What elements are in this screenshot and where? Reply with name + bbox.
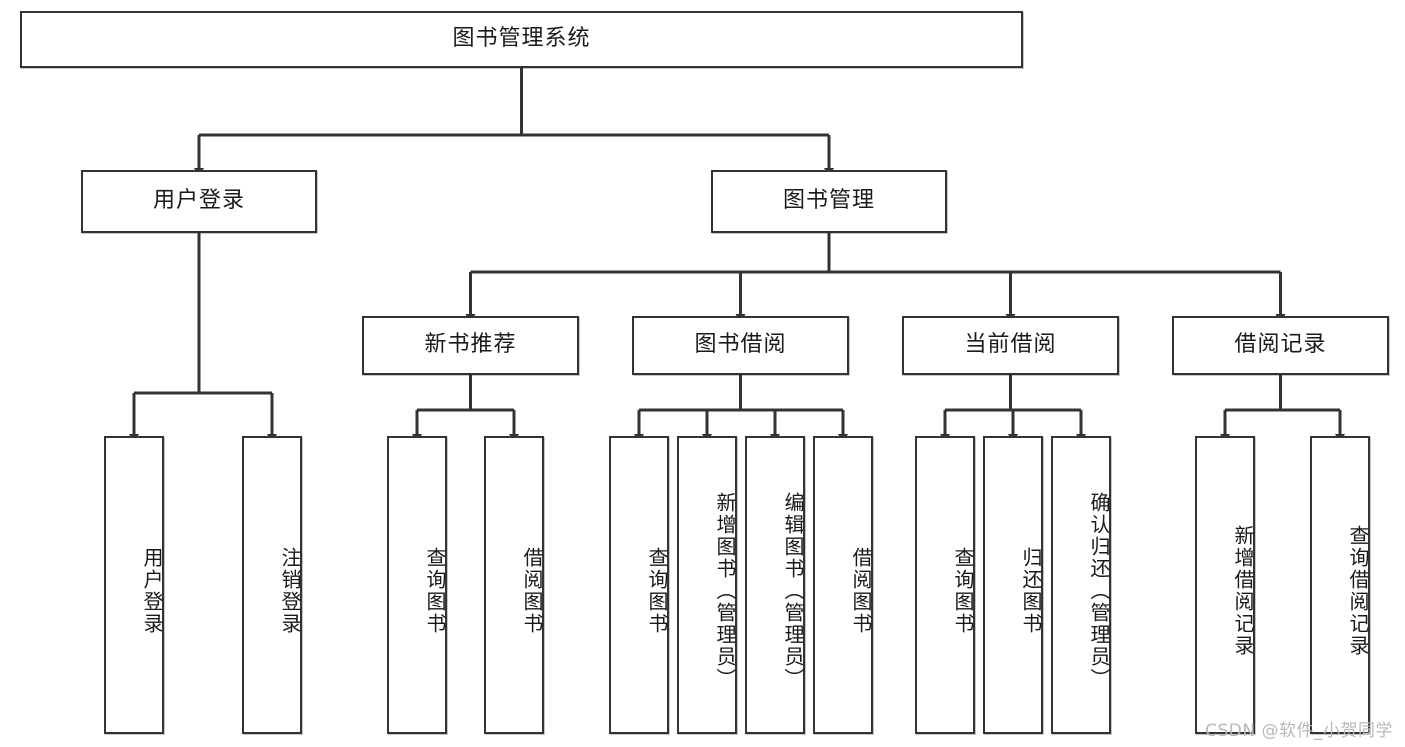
node-label: 当前借阅 xyxy=(964,332,1057,358)
node-label: 查询借阅记录 xyxy=(1346,525,1370,657)
node-leaf-bor-3[interactable]: 编辑图书（管理员） xyxy=(745,436,805,734)
node-leaf-cur-2[interactable]: 归还图书 xyxy=(983,436,1043,734)
node-label: 图书管理系统 xyxy=(452,26,591,52)
node-label: 用户登录 xyxy=(140,547,164,635)
node-newbook[interactable]: 新书推荐 xyxy=(362,316,579,375)
node-label: 确认归还（管理员） xyxy=(1087,492,1111,690)
node-leaf-bor-2[interactable]: 新增图书（管理员） xyxy=(677,436,737,734)
node-label: 用户登录 xyxy=(152,188,245,214)
node-bookmgmt[interactable]: 图书管理 xyxy=(711,170,947,233)
node-borrow[interactable]: 图书借阅 xyxy=(632,316,849,375)
node-label: 查询图书 xyxy=(423,547,447,635)
node-leaf-bor-4[interactable]: 借阅图书 xyxy=(813,436,873,734)
node-label: 借阅图书 xyxy=(849,547,873,635)
node-label: 编辑图书（管理员） xyxy=(781,492,805,690)
node-leaf-cur-1[interactable]: 查询图书 xyxy=(915,436,975,734)
node-leaf-new-2[interactable]: 借阅图书 xyxy=(484,436,544,734)
node-label: 借阅记录 xyxy=(1234,332,1327,358)
node-label: 查询图书 xyxy=(645,547,669,635)
node-label: 新增借阅记录 xyxy=(1231,525,1255,657)
node-label: 注销登录 xyxy=(278,547,302,635)
node-leaf-login-2[interactable]: 注销登录 xyxy=(242,436,302,734)
node-label: 借阅图书 xyxy=(520,547,544,635)
node-label: 图书借阅 xyxy=(694,332,787,358)
node-records[interactable]: 借阅记录 xyxy=(1172,316,1389,375)
watermark-text: CSDN @软件_小贺同学 xyxy=(1205,721,1393,741)
node-label: 查询图书 xyxy=(951,547,975,635)
node-label: 归还图书 xyxy=(1019,547,1043,635)
node-label: 新书推荐 xyxy=(424,332,517,358)
node-leaf-login-1[interactable]: 用户登录 xyxy=(104,436,164,734)
node-leaf-rec-2[interactable]: 查询借阅记录 xyxy=(1310,436,1370,734)
node-label: 新增图书（管理员） xyxy=(713,492,737,690)
node-label: 图书管理 xyxy=(782,188,875,214)
node-root[interactable]: 图书管理系统 xyxy=(20,11,1023,68)
node-current[interactable]: 当前借阅 xyxy=(902,316,1119,375)
node-leaf-cur-3[interactable]: 确认归还（管理员） xyxy=(1051,436,1111,734)
node-leaf-new-1[interactable]: 查询图书 xyxy=(387,436,447,734)
connector-lines xyxy=(129,68,1345,443)
node-leaf-rec-1[interactable]: 新增借阅记录 xyxy=(1195,436,1255,734)
node-login[interactable]: 用户登录 xyxy=(81,170,317,233)
node-leaf-bor-1[interactable]: 查询图书 xyxy=(609,436,669,734)
